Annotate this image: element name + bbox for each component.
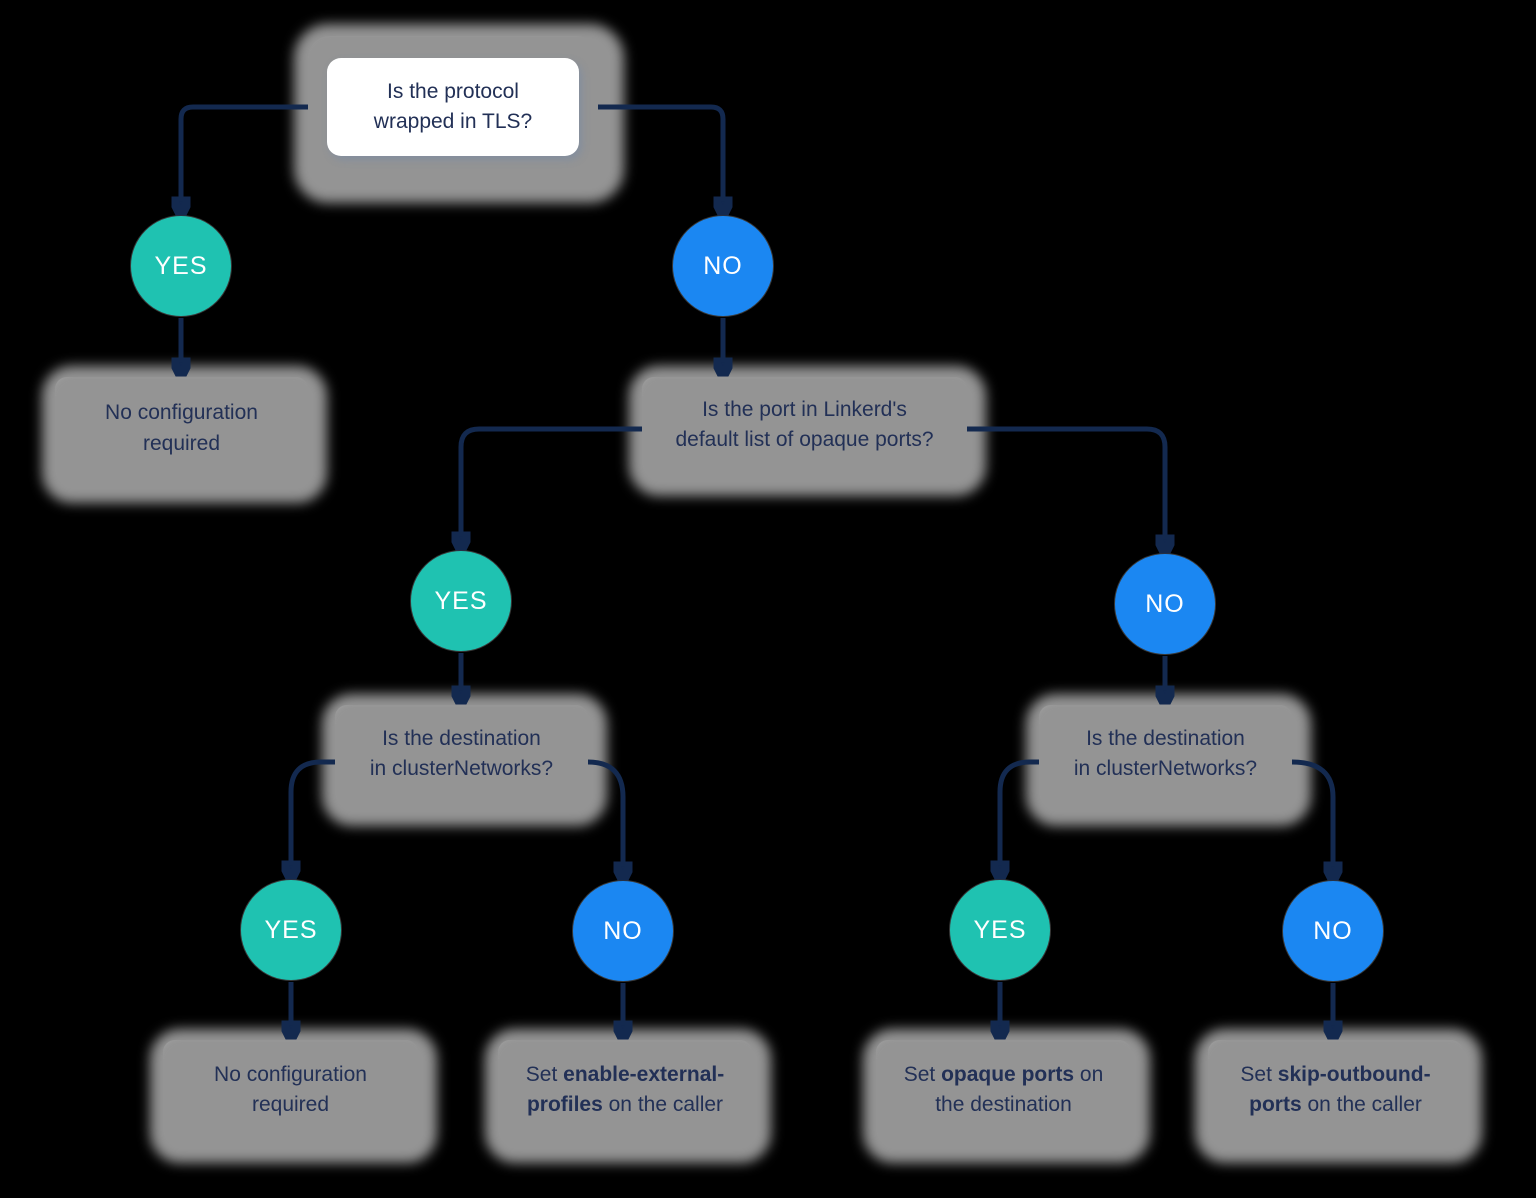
node-skip-outbound-ports: Set skip-outbound-ports on the caller xyxy=(1208,1040,1463,1140)
node-enable-external-profiles: Set enable-external-profiles on the call… xyxy=(498,1040,752,1140)
connector-opaque-no xyxy=(967,426,1165,547)
no-badge-cluster-right: NO xyxy=(1283,881,1383,981)
yes-badge-root: YES xyxy=(131,216,231,316)
yes-badge-opaque: YES xyxy=(411,551,511,651)
yes-badge-cluster-right: YES xyxy=(950,880,1050,980)
no-badge-opaque: NO xyxy=(1115,554,1215,654)
no-badge-root: NO xyxy=(673,216,773,316)
connector-root-yes xyxy=(181,104,308,209)
no-badge-cluster-left: NO xyxy=(573,881,673,981)
yes-badge-cluster-left: YES xyxy=(241,880,341,980)
connector-opaque-yes xyxy=(461,426,642,544)
